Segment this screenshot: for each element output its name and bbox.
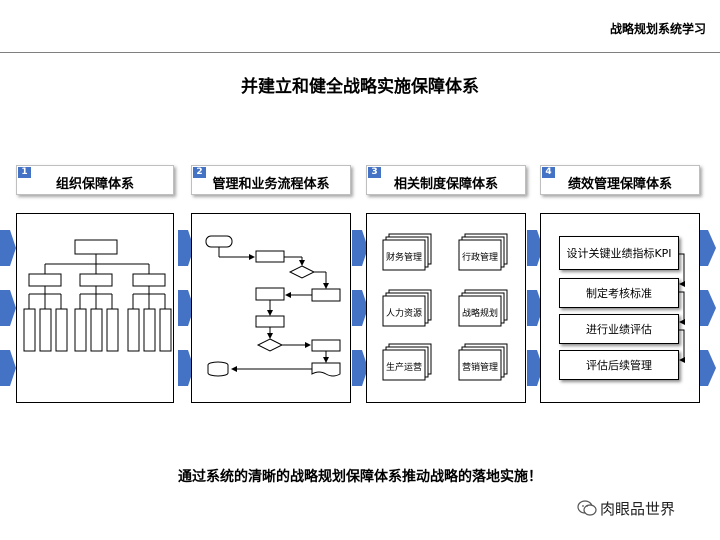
document-stacks [382, 233, 508, 381]
column-label: 管理和业务流程体系 [212, 177, 330, 192]
doc-stack-hr [382, 289, 432, 327]
kpi-step-followup: 评估后续管理 [559, 350, 679, 380]
flow-decision-node [256, 338, 284, 352]
page-title: 并建立和健全战略实施保障体系 [241, 77, 479, 97]
column-header-policy: 3 相关制度保障体系 [366, 165, 526, 195]
wechat-icon [577, 500, 597, 516]
flow-process-node [311, 288, 341, 302]
doc-stack-finance [382, 233, 432, 271]
column-label: 绩效管理保障体系 [567, 177, 672, 192]
org-chart-panel [16, 213, 174, 403]
column-label: 组织保障体系 [55, 177, 134, 192]
flow-process-node [255, 250, 285, 263]
org-top-node [74, 239, 118, 255]
org-mid-node [132, 273, 166, 287]
arrow-row3-left [0, 350, 16, 386]
arrow-row1-left [0, 230, 16, 266]
kpi-connectors [677, 253, 685, 363]
column-number: 4 [542, 167, 555, 178]
flow-process-node [311, 339, 341, 352]
flow-process-node [255, 287, 285, 301]
column-header-performance: 4 绩效管理保障体系 [540, 165, 700, 195]
kpi-panel: 设计关键业绩指标KPI 制定考核标准 进行业绩评估 评估后续管理 [540, 213, 700, 403]
flow-decision-node [288, 265, 316, 279]
kpi-step-standard: 制定考核标准 [559, 278, 679, 308]
doc-stack-production [382, 343, 432, 381]
doc-label-strategy: 战略规划 [461, 309, 498, 319]
brand-name: 肉眼品世界 [600, 500, 676, 518]
doc-stack-admin [458, 233, 508, 271]
footer-statement: 通过系统的清晰的战略规划保障体系推动战略的落地实施！ [178, 469, 542, 485]
chevron-arrows [0, 230, 716, 386]
column-header-organization: 1 组织保障体系 [16, 165, 174, 195]
kpi-step-evaluate: 进行业绩评估 [559, 314, 679, 344]
header-title: 战略规划系统学习 [609, 22, 706, 36]
doc-stack-strategy [458, 289, 508, 327]
arrow-row2-left [0, 290, 16, 326]
column-number: 2 [193, 167, 206, 178]
doc-label-production: 生产运营 [385, 363, 422, 373]
flow-start-node [205, 235, 233, 248]
policy-panel: 财务管理 行政管理 人力资源 战略规划 生产运营 营销管理 [366, 213, 526, 403]
header-divider [0, 52, 720, 53]
org-mid-node [79, 273, 113, 287]
kpi-step-design: 设计关键业绩指标KPI [559, 236, 679, 270]
doc-label-hr: 人力资源 [385, 309, 422, 319]
org-mid-node [28, 273, 62, 287]
org-chart-diagram [23, 239, 172, 352]
doc-stack-marketing [458, 343, 508, 381]
column-number: 3 [368, 167, 381, 178]
flow-process-node [255, 315, 285, 328]
column-header-process: 2 管理和业务流程体系 [191, 165, 351, 195]
doc-label-admin: 行政管理 [461, 253, 498, 263]
flow-document-node [311, 362, 341, 377]
flowchart-diagram [205, 235, 341, 377]
flowchart-panel [191, 213, 351, 403]
column-label: 相关制度保障体系 [393, 177, 498, 192]
doc-label-marketing: 营销管理 [461, 363, 498, 373]
column-number: 1 [18, 167, 31, 178]
doc-label-finance: 财务管理 [385, 253, 422, 263]
